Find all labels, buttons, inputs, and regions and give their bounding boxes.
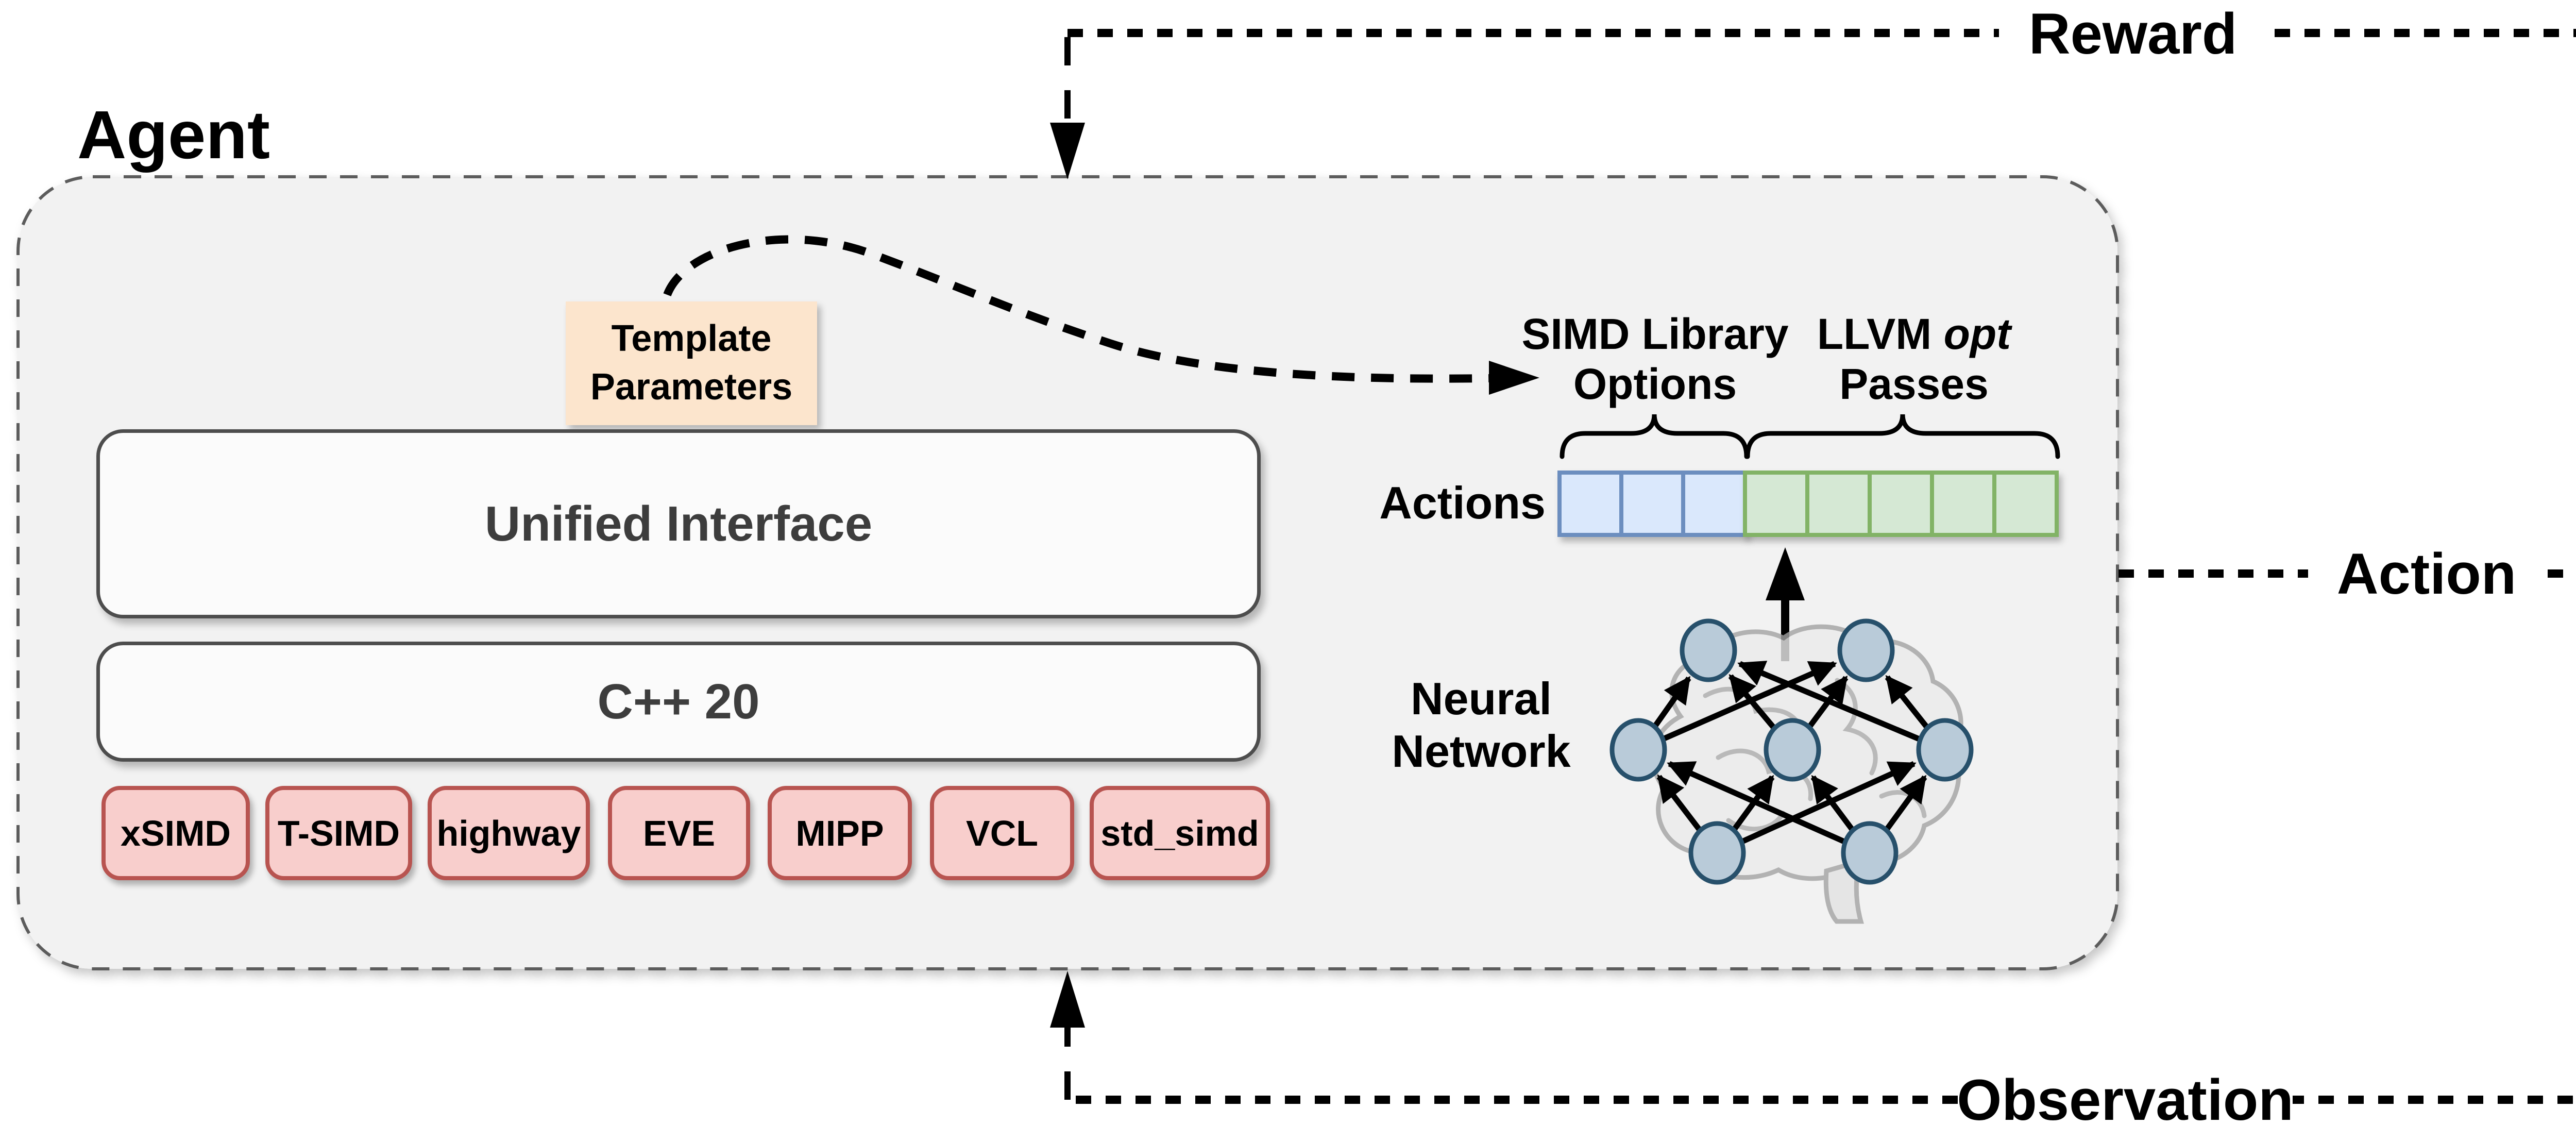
agent-title: Agent bbox=[77, 97, 270, 173]
action-label: Action bbox=[2336, 541, 2517, 606]
reward-label: Reward bbox=[2028, 1, 2238, 66]
nn-node bbox=[1609, 718, 1667, 782]
llvm-pass-cell bbox=[1805, 471, 1872, 537]
llvm-line2: Passes bbox=[1839, 360, 1989, 409]
llvm-passes-cells bbox=[1743, 471, 2059, 537]
nn-label-line1: Neural bbox=[1411, 673, 1552, 724]
nn-node bbox=[1688, 821, 1746, 885]
library-box-mipp: MIPP bbox=[768, 786, 912, 880]
llvm-passes-brace bbox=[1745, 414, 2060, 459]
nn-nodes bbox=[1609, 618, 1974, 885]
library-box-tsimd: T-SIMD bbox=[265, 786, 412, 880]
library-box-xsimd: xSIMD bbox=[101, 786, 250, 880]
library-box-highway: highway bbox=[428, 786, 590, 880]
library-box-vcl: VCL bbox=[930, 786, 1074, 880]
neural-network-label: Neural Network bbox=[1352, 673, 1610, 778]
cpp20-box: C++ 20 bbox=[96, 642, 1261, 762]
llvm-pass-cell bbox=[1930, 471, 1996, 537]
llvm-opt-passes-label: LLVM opt Passes bbox=[1783, 309, 2045, 410]
llvm-pass-cell bbox=[1992, 471, 2059, 537]
observation-flow-line bbox=[1064, 1027, 2576, 1104]
llvm-word: LLVM bbox=[1817, 310, 1932, 358]
llvm-pass-cell bbox=[1868, 471, 1934, 537]
simd-options-cells bbox=[1557, 471, 1747, 537]
template-curve-arrowhead bbox=[1489, 361, 1539, 395]
opt-word: opt bbox=[1943, 310, 2011, 358]
simd-library-options-label: SIMD Library Options bbox=[1521, 309, 1788, 410]
simd-option-cell bbox=[1619, 471, 1685, 537]
observation-flow-label: Observation bbox=[1957, 1067, 2294, 1132]
llvm-line1: LLVM opt bbox=[1817, 309, 2011, 359]
simd-options-line2: Options bbox=[1573, 360, 1737, 409]
nn-node bbox=[1680, 618, 1737, 682]
simd-option-cell bbox=[1681, 471, 1747, 537]
template-parameters-line1: Template bbox=[611, 318, 772, 360]
observation-arrowhead bbox=[1050, 971, 1085, 1028]
network-to-actions-arrowhead bbox=[1766, 547, 1805, 600]
simd-options-line1: SIMD Library bbox=[1521, 310, 1789, 358]
library-box-eve: EVE bbox=[608, 786, 750, 880]
nn-node bbox=[1916, 718, 1974, 782]
reward-arrowhead bbox=[1050, 123, 1085, 179]
template-parameters-line2: Parameters bbox=[590, 366, 793, 408]
simd-option-cell bbox=[1557, 471, 1623, 537]
template-parameters-box: Template Parameters bbox=[566, 301, 817, 425]
actions-label: Actions bbox=[1379, 477, 1546, 528]
nn-node bbox=[1764, 718, 1821, 782]
nn-node bbox=[1841, 821, 1899, 885]
template-to-actions-curve bbox=[663, 235, 1489, 383]
nn-edges bbox=[1636, 661, 1947, 856]
llvm-pass-cell bbox=[1743, 471, 1809, 537]
unified-interface-box: Unified Interface bbox=[96, 429, 1261, 618]
nn-label-line2: Network bbox=[1392, 726, 1571, 777]
nn-node bbox=[1837, 618, 1895, 682]
reward-flow-line bbox=[1064, 29, 2576, 129]
simd-options-brace bbox=[1560, 414, 1749, 459]
library-box-stdsimd: std_simd bbox=[1090, 786, 1270, 880]
